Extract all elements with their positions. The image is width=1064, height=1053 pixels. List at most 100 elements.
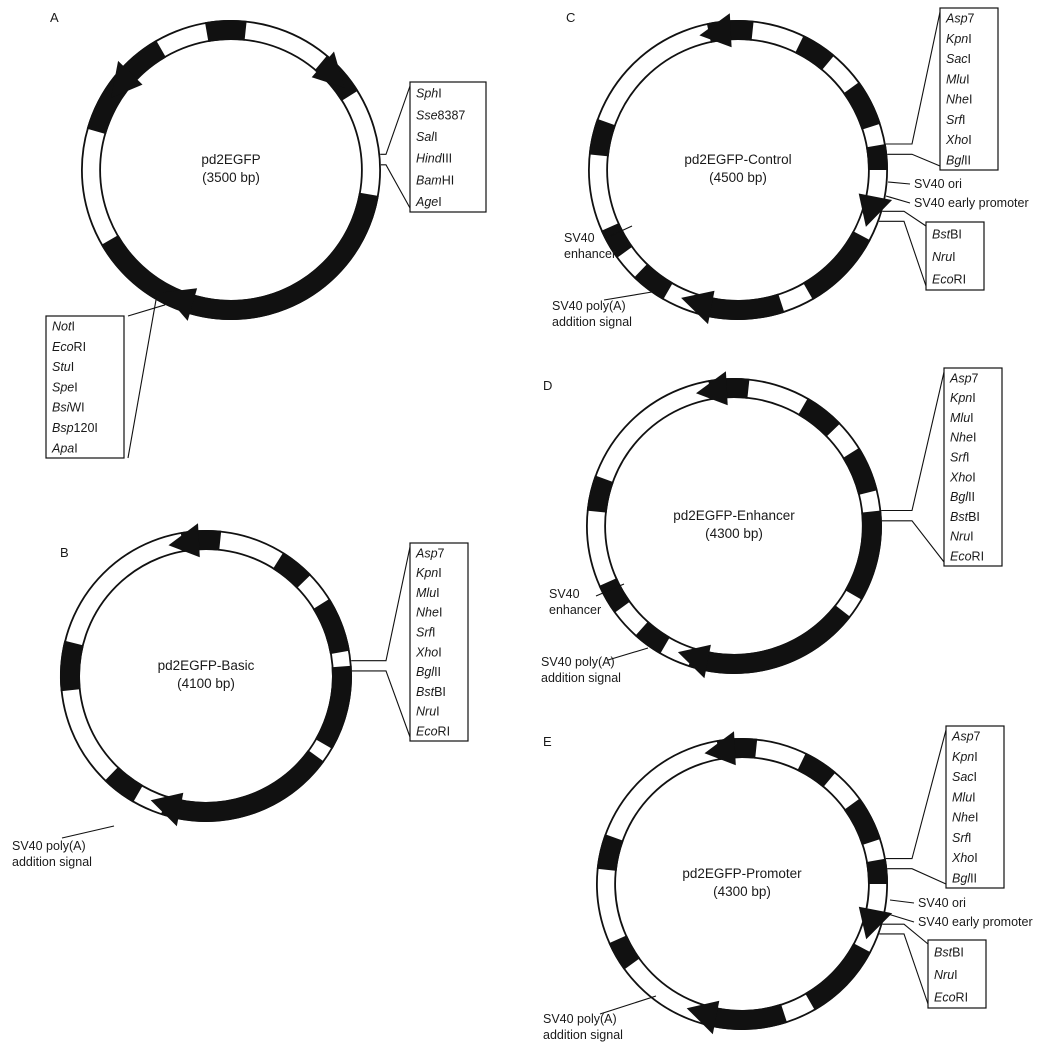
feature-segment <box>596 834 624 872</box>
orientation-arrowhead <box>677 644 711 679</box>
restriction-site: XhoI <box>945 133 972 147</box>
restriction-site: SrfI <box>416 625 435 639</box>
panel-letter: B <box>60 545 69 560</box>
restriction-site: SacI <box>946 52 971 66</box>
feature-segment <box>312 598 350 655</box>
restriction-site: Asp7 <box>949 371 979 385</box>
panel-letter: A <box>50 10 59 25</box>
site-leader-line <box>351 670 411 738</box>
restriction-site: NruI <box>416 705 440 719</box>
restriction-site: BglII <box>946 153 971 167</box>
feature-label: enhancer <box>549 603 601 617</box>
restriction-site: SrfI <box>946 113 965 127</box>
plasmid-name: pd2EGFP-Promoter <box>682 866 802 881</box>
orientation-arrowhead <box>163 288 198 321</box>
restriction-site: SrfI <box>950 450 969 464</box>
site-box-frame <box>409 542 469 742</box>
restriction-site: EcoRI <box>416 724 450 738</box>
feature-segment <box>844 510 882 600</box>
panel-letter: D <box>543 378 552 393</box>
plasmid-size: (4100 bp) <box>177 676 235 691</box>
restriction-site: BglII <box>950 490 975 504</box>
feature-label: SV40 poly(A) <box>552 299 626 313</box>
restriction-site: NruI <box>950 530 974 544</box>
restriction-site: HindIII <box>416 152 452 166</box>
restriction-site: BstBI <box>934 945 964 959</box>
restriction-site: Bsp120I <box>52 421 98 435</box>
restriction-site-box: Asp7KpnIMluINheISrfIXhoIBglIIBstBINruIEc… <box>351 542 469 742</box>
orientation-arrowhead <box>704 731 736 766</box>
orientation-arrowhead <box>686 1000 720 1035</box>
feature-segment <box>802 230 871 300</box>
feature-label: SV40 early promoter <box>918 915 1033 929</box>
restriction-site: NheI <box>416 606 442 620</box>
restriction-site: NheI <box>952 811 978 825</box>
feature-label: addition signal <box>543 1028 623 1042</box>
site-leader-line <box>882 210 927 227</box>
restriction-site: BsiWI <box>52 401 85 415</box>
plasmid-size: (3500 bp) <box>202 170 260 185</box>
feature-leader-line <box>595 583 625 597</box>
restriction-site: BglII <box>416 665 441 679</box>
restriction-site: KpnI <box>946 32 972 46</box>
restriction-site: SpeI <box>52 380 78 394</box>
site-leader-line <box>887 153 941 167</box>
feature-leader-line <box>607 647 649 661</box>
site-box-frame <box>943 367 1003 567</box>
orientation-arrowhead <box>858 906 893 940</box>
restriction-site: EcoRI <box>934 991 968 1005</box>
restriction-site: Asp7 <box>951 730 981 744</box>
site-leader-line <box>879 220 927 287</box>
feature-segment <box>688 604 851 674</box>
feature-segment <box>588 118 616 157</box>
orientation-arrowhead <box>858 193 893 227</box>
feature-segment <box>633 263 674 300</box>
feature-segment <box>60 640 84 692</box>
feature-segment <box>315 665 353 749</box>
orientation-arrowhead <box>168 523 200 558</box>
restriction-site: KpnI <box>950 391 976 405</box>
feature-label: SV40 poly(A) <box>541 655 615 669</box>
feature-leader-line <box>61 825 115 839</box>
feature-segment <box>104 766 144 803</box>
plasmid-name: pd2EGFP-Control <box>684 152 791 167</box>
site-leader-line <box>380 85 411 155</box>
panel-letter: E <box>543 734 552 749</box>
restriction-site: XhoI <box>949 470 976 484</box>
orientation-arrowhead <box>699 13 732 48</box>
restriction-site: NruI <box>932 250 956 264</box>
orientation-arrowhead <box>150 792 184 827</box>
feature-segment <box>866 143 889 171</box>
feature-segment <box>598 577 631 613</box>
restriction-site: SrfI <box>952 831 971 845</box>
feature-segment <box>796 752 836 788</box>
orientation-arrowhead <box>696 371 728 406</box>
restriction-site: EcoRI <box>932 273 966 287</box>
site-leader-line <box>882 923 929 945</box>
restriction-site: XhoI <box>951 851 978 865</box>
feature-leader-line <box>887 913 915 923</box>
restriction-site: NotI <box>52 320 75 334</box>
restriction-site: ApaI <box>51 441 78 455</box>
feature-label: SV40 early promoter <box>914 196 1029 210</box>
feature-segment <box>160 749 325 822</box>
feature-segment <box>843 81 881 131</box>
restriction-site: BstBI <box>416 685 446 699</box>
plasmid-name: pd2EGFP <box>201 152 260 167</box>
restriction-site: Asp7 <box>945 12 975 26</box>
feature-leader-line <box>885 195 911 204</box>
site-leader-line <box>885 11 941 145</box>
restriction-site: KpnI <box>952 750 978 764</box>
restriction-site: BamHI <box>416 173 454 187</box>
feature-segment <box>586 475 614 513</box>
feature-leader-line <box>887 181 911 185</box>
feature-segment <box>804 942 871 1011</box>
restriction-site: BglII <box>952 871 977 885</box>
orientation-arrowhead <box>111 60 143 98</box>
plasmid-name: pd2EGFP-Enhancer <box>673 508 795 523</box>
